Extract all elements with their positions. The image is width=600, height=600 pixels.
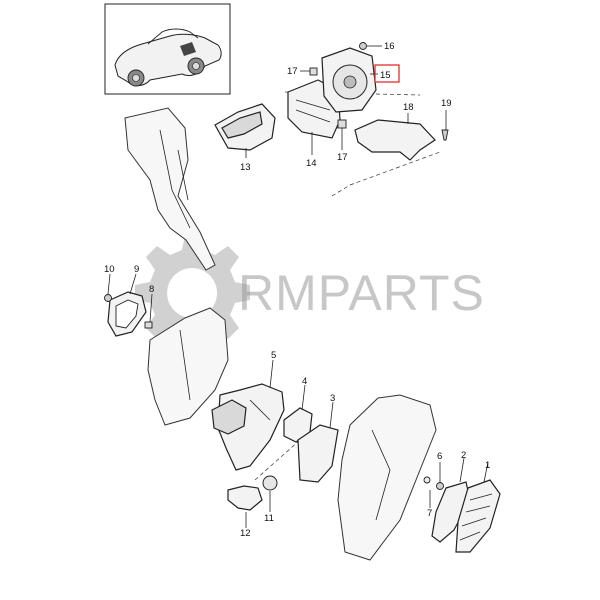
callout-15-highlight xyxy=(374,64,400,83)
intake-housing-5 xyxy=(211,383,285,471)
callout-15: 15 xyxy=(380,70,391,81)
callout-16: 16 xyxy=(384,41,395,52)
car-thumbnail xyxy=(104,3,231,95)
callout-7: 7 xyxy=(427,508,432,519)
callout-labels: 1 2 3 4 5 6 7 8 9 10 11 12 13 14 15 16 1… xyxy=(104,41,490,539)
grille-1 xyxy=(455,479,501,553)
leader-lines xyxy=(107,45,489,528)
callout-3: 3 xyxy=(330,393,335,404)
hose-12 xyxy=(227,485,263,511)
fan-15 xyxy=(321,47,377,113)
callout-14: 14 xyxy=(306,158,317,169)
callout-8: 8 xyxy=(149,284,154,295)
callout-17-bottom: 17 xyxy=(337,152,348,163)
clip-17-top-icon xyxy=(309,67,318,76)
callout-5: 5 xyxy=(271,350,276,361)
callout-6: 6 xyxy=(437,451,442,462)
callout-1: 1 xyxy=(485,460,490,471)
bracket-18 xyxy=(354,119,436,161)
lower-left-body-panel xyxy=(147,307,229,426)
lower-right-body-panel xyxy=(337,394,437,561)
callout-18: 18 xyxy=(403,102,414,113)
screw-16-icon xyxy=(359,42,367,50)
screw-10-icon xyxy=(104,294,112,302)
callout-9: 9 xyxy=(134,264,139,275)
callout-10: 10 xyxy=(104,264,115,275)
grommet-11-icon xyxy=(262,475,278,491)
watermark-text: RMPARTS xyxy=(238,265,485,321)
callout-12: 12 xyxy=(240,528,251,539)
air-duct-13 xyxy=(214,103,276,151)
gasket-9 xyxy=(107,291,147,337)
callout-2: 2 xyxy=(461,450,466,461)
callout-11: 11 xyxy=(264,513,274,524)
callout-4: 4 xyxy=(302,376,307,387)
bolt-19-icon xyxy=(441,129,449,141)
nut-6-icon xyxy=(436,482,444,490)
upper-body-panel xyxy=(124,107,216,271)
callout-13: 13 xyxy=(240,162,251,173)
callout-19: 19 xyxy=(441,98,452,109)
washer-7-icon xyxy=(423,476,431,484)
clip-8-icon xyxy=(144,321,153,329)
clip-17-bottom-icon xyxy=(337,119,347,129)
grille-frame-2 xyxy=(431,481,471,543)
cover-plate-3 xyxy=(297,424,339,483)
callout-17-top: 17 xyxy=(287,66,298,77)
